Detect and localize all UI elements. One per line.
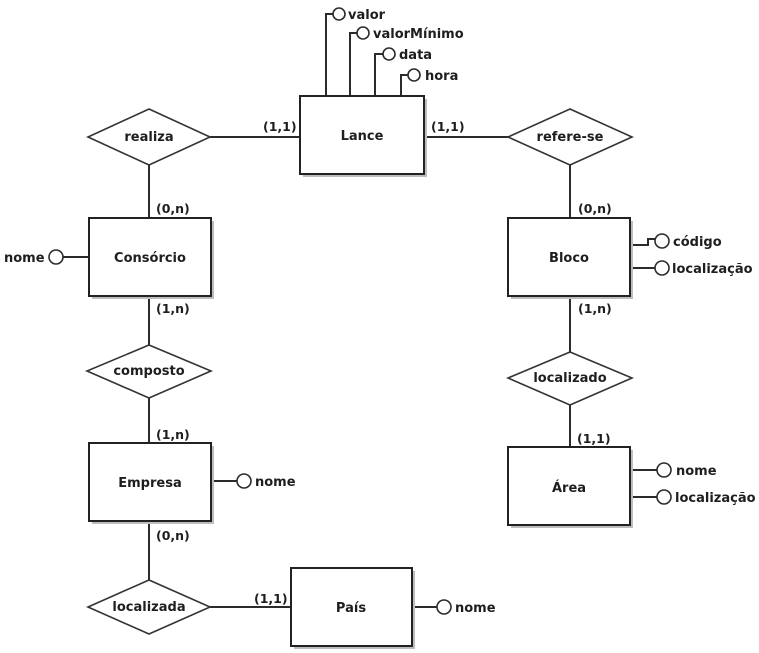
attribute-circle-icon — [407, 68, 421, 82]
attribute-bloco-localizacao[interactable]: localização — [654, 260, 753, 277]
attribute-consorcio-nome-label: nome — [4, 251, 45, 266]
cardinality-pais-localizada: (1,1) — [254, 591, 288, 606]
cardinality-empresa-localizada: (0,n) — [156, 528, 190, 543]
relationship-realiza[interactable]: realiza — [86, 108, 212, 166]
entity-bloco-label: Bloco — [549, 251, 589, 266]
attribute-area-nome-label: nome — [676, 464, 717, 479]
line-bloco-codigo — [630, 238, 655, 246]
attribute-pais-nome[interactable]: nome — [436, 599, 496, 616]
relationship-localizado-label: localizado — [533, 371, 606, 386]
entity-consorcio[interactable]: Consórcio — [88, 217, 214, 299]
connector-lines — [63, 13, 657, 608]
relationship-composto-label: composto — [113, 364, 184, 379]
attribute-lance-valor-label: valor — [348, 8, 386, 23]
attribute-circle-icon — [332, 7, 346, 21]
attribute-circle-icon — [654, 233, 670, 249]
attribute-bloco-codigo-label: código — [673, 235, 722, 250]
attribute-area-localizacao[interactable]: localização — [656, 489, 756, 506]
relationship-realiza-label: realiza — [124, 130, 173, 145]
entity-area[interactable]: Área — [507, 446, 633, 528]
attribute-empresa-nome[interactable]: nome — [236, 473, 296, 490]
attribute-circle-icon — [656, 489, 672, 505]
attribute-circle-icon — [656, 462, 672, 478]
entity-pais-label: País — [336, 601, 366, 616]
relationship-composto[interactable]: composto — [84, 344, 214, 399]
entity-area-label: Área — [552, 480, 586, 496]
attribute-circle-icon — [356, 26, 370, 40]
cardinality-lance-refere-se: (1,1) — [431, 119, 465, 134]
cardinality-labels: (1,1) (1,1) (0,n) (0,n) (1,n) (1,n) (1,n… — [156, 119, 612, 606]
cardinality-consorcio-realiza: (0,n) — [156, 201, 190, 216]
relationship-localizada-label: localizada — [112, 600, 185, 615]
entity-lance-label: Lance — [341, 129, 384, 144]
line-lance-hora — [400, 74, 408, 96]
entity-consorcio-label: Consórcio — [114, 251, 186, 266]
cardinality-bloco-localizado: (1,n) — [578, 301, 612, 316]
attribute-circle-icon — [654, 260, 670, 276]
cardinality-bloco-refere-se: (0,n) — [578, 201, 612, 216]
relationship-refere-se[interactable]: refere-se — [506, 108, 634, 166]
attribute-lance-valorminimo[interactable]: valorMínimo — [356, 26, 464, 42]
entity-lance[interactable]: Lance — [299, 95, 427, 177]
attribute-area-localizacao-label: localização — [675, 491, 756, 506]
line-lance-valor — [325, 13, 333, 96]
entity-bloco[interactable]: Bloco — [507, 217, 633, 299]
attribute-circle-icon — [236, 473, 252, 489]
entity-empresa[interactable]: Empresa — [88, 442, 214, 524]
attribute-lance-hora-label: hora — [425, 69, 458, 84]
relationship-localizada[interactable]: localizada — [86, 579, 212, 635]
attribute-lance-valorminimo-label: valorMínimo — [373, 27, 464, 42]
attribute-bloco-localizacao-label: localização — [672, 262, 753, 277]
line-lance-valorminimo — [349, 32, 357, 96]
attribute-lance-hora[interactable]: hora — [407, 68, 458, 84]
cardinality-empresa-composto: (1,n) — [156, 427, 190, 442]
attribute-lance-data[interactable]: data — [382, 47, 432, 63]
cardinality-area-localizado: (1,1) — [577, 431, 611, 446]
entity-empresa-label: Empresa — [118, 476, 181, 491]
attribute-empresa-nome-label: nome — [255, 475, 296, 490]
line-lance-data — [374, 53, 383, 96]
cardinality-consorcio-composto: (1,n) — [156, 301, 190, 316]
attribute-circle-icon — [48, 249, 64, 265]
attribute-area-nome[interactable]: nome — [656, 462, 717, 479]
attribute-lance-data-label: data — [399, 48, 432, 63]
attribute-lance-valor[interactable]: valor — [332, 7, 386, 23]
entity-pais[interactable]: País — [290, 567, 415, 649]
attribute-circle-icon — [436, 599, 452, 615]
attribute-pais-nome-label: nome — [455, 601, 496, 616]
relationship-refere-se-label: refere-se — [537, 130, 604, 145]
cardinality-lance-realiza: (1,1) — [263, 119, 297, 134]
relationship-localizado[interactable]: localizado — [505, 351, 635, 406]
attribute-consorcio-nome[interactable]: nome — [4, 249, 64, 266]
attribute-circle-icon — [382, 47, 396, 61]
attribute-bloco-codigo[interactable]: código — [654, 233, 722, 250]
